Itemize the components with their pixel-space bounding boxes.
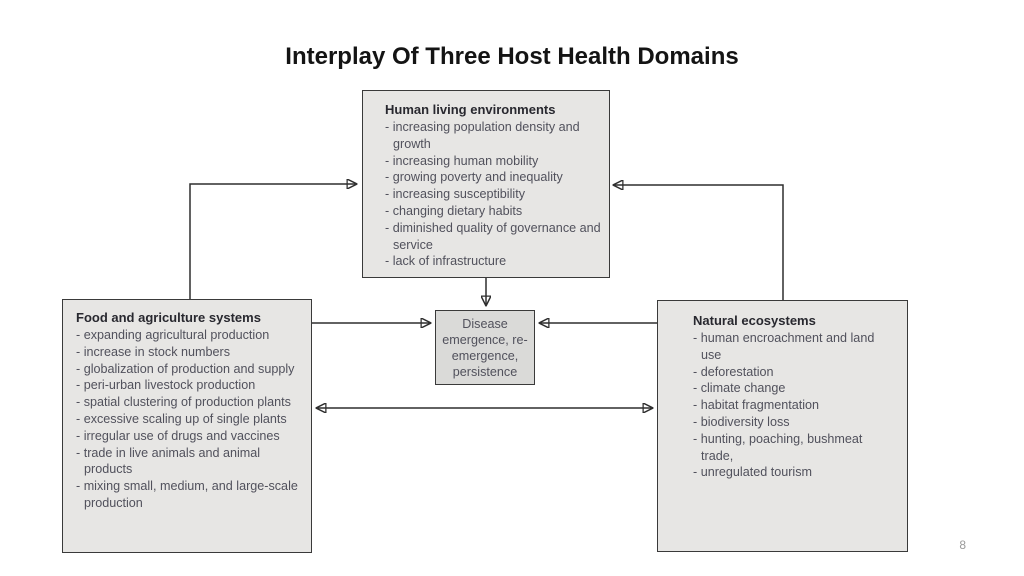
box-item-list: - increasing population density and grow… <box>385 119 603 270</box>
box-item-list: - expanding agricultural production - inc… <box>76 327 306 512</box>
list-item: - increasing susceptibility <box>385 187 525 202</box>
disease-box-text: Disease emergence, re-emergence, persist… <box>442 316 528 379</box>
list-item: - irregular use of drugs and vaccines <box>76 428 280 443</box>
list-item: - mixing small, medium, and large-scale … <box>76 479 298 510</box>
list-item: - hunting, poaching, bushmeat trade, <box>693 431 863 463</box>
list-item: - unregulated tourism <box>693 465 813 480</box>
list-item: - peri-urban livestock production <box>76 378 256 393</box>
page-number: 8 <box>959 538 966 552</box>
list-item: - spatial clustering of production plant… <box>76 395 291 410</box>
list-item: - climate change <box>693 381 786 396</box>
list-item: - changing dietary habits <box>385 203 523 218</box>
list-item: - growing poverty and inequality <box>385 170 563 185</box>
list-item: - deforestation <box>693 364 774 379</box>
list-item: - increase in stock numbers <box>76 344 230 359</box>
list-item: - expanding agricultural production <box>76 328 270 342</box>
natural-ecosystems-box: Natural ecosystems - human encroachment … <box>657 300 908 552</box>
list-item: - trade in live animals and animal produ… <box>76 445 261 477</box>
slide-title: Interplay Of Three Host Health Domains <box>285 43 739 70</box>
list-item: - biodiversity loss <box>693 414 790 429</box>
human-living-environments-box: Human living environments - increasing p… <box>362 90 610 278</box>
list-item: - globalization of production and supply <box>76 361 295 376</box>
arrow-natural-to-human <box>614 185 784 300</box>
box-header: Food and agriculture systems <box>76 310 261 325</box>
food-agriculture-systems-box: Food and agriculture systems - expanding… <box>62 299 312 553</box>
list-item: - excessive scaling up of single plants <box>76 411 287 426</box>
box-header: Natural ecosystems <box>693 313 816 328</box>
list-item: - human encroachment and land use <box>693 331 875 362</box>
list-item: - diminished quality of governance and s… <box>385 220 601 252</box>
list-item: - increasing human mobility <box>385 153 539 168</box>
box-item-list: - human encroachment and land use - defor… <box>693 330 881 481</box>
arrow-food-to-human <box>189 184 356 299</box>
disease-emergence-box: Disease emergence, re-emergence, persist… <box>435 310 535 385</box>
list-item: - habitat fragmentation <box>693 398 820 413</box>
box-header: Human living environments <box>385 102 556 117</box>
list-item: - lack of infrastructure <box>385 254 507 269</box>
list-item: - increasing population density and grow… <box>385 120 580 151</box>
